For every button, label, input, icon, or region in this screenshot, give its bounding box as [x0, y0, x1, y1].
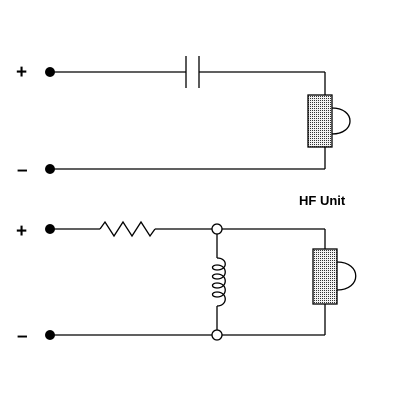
resistor-symbol [99, 220, 156, 238]
hf-unit-title: HF Unit [299, 193, 346, 208]
junction-node-bottom [211, 329, 223, 341]
negative-terminal-label: – [17, 160, 28, 181]
capacitor-symbol [185, 56, 200, 88]
speaker-symbol [307, 94, 351, 148]
speaker-symbol-2 [312, 248, 357, 305]
negative-terminal-label-2: – [17, 326, 28, 347]
positive-terminal-label: + [16, 62, 27, 83]
circuit-1: + – [16, 56, 351, 181]
junction-node-top [211, 223, 223, 235]
inductor-symbol [211, 257, 226, 307]
positive-terminal-label-2: + [16, 221, 27, 242]
circuit-2: + – [16, 220, 357, 347]
